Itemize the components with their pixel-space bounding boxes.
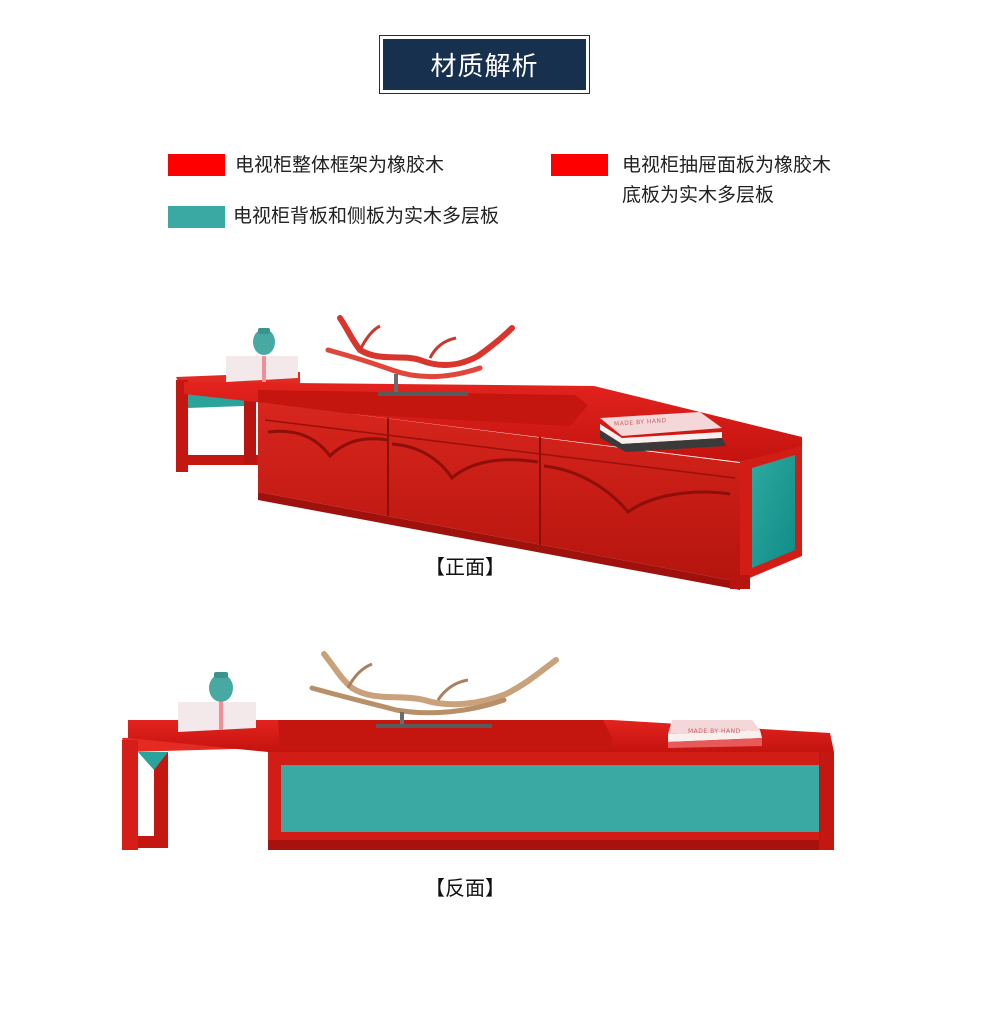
legend-swatch-teal-boards [168,206,225,228]
legend-swatch-red-drawers [551,154,608,176]
back-driftwood-sculpture [309,651,559,728]
legend-label-frame: 电视柜整体框架为橡胶木 [235,154,445,176]
back-book-stack [668,720,762,748]
legend-swatch-red-frame [168,154,225,176]
legend-label-drawers-line2: 底板为实木多层板 [622,184,775,206]
back-view-caption: 【反面】 [425,876,505,900]
legend-label-boards: 电视柜背板和侧板为实木多层板 [233,205,500,227]
front-top-tray [258,390,588,426]
front-decor-jar [226,328,298,382]
section-title: 材质解析 [383,39,586,90]
front-book-stack [600,412,726,452]
back-extension-table [122,734,268,850]
legend-label-drawers-line1: 电视柜抽屉面板为橡胶木 [622,154,832,176]
back-book-label: MADE BY HAND [688,728,741,735]
back-teal-panel [281,765,819,832]
back-decor-jar [178,672,256,732]
front-view-caption: 【正面】 [425,555,505,579]
back-top-tray [278,720,612,750]
front-driftwood-sculpture [325,315,515,396]
front-cabinet-body [258,402,740,582]
section-title-frame: 材质解析 [379,35,590,94]
